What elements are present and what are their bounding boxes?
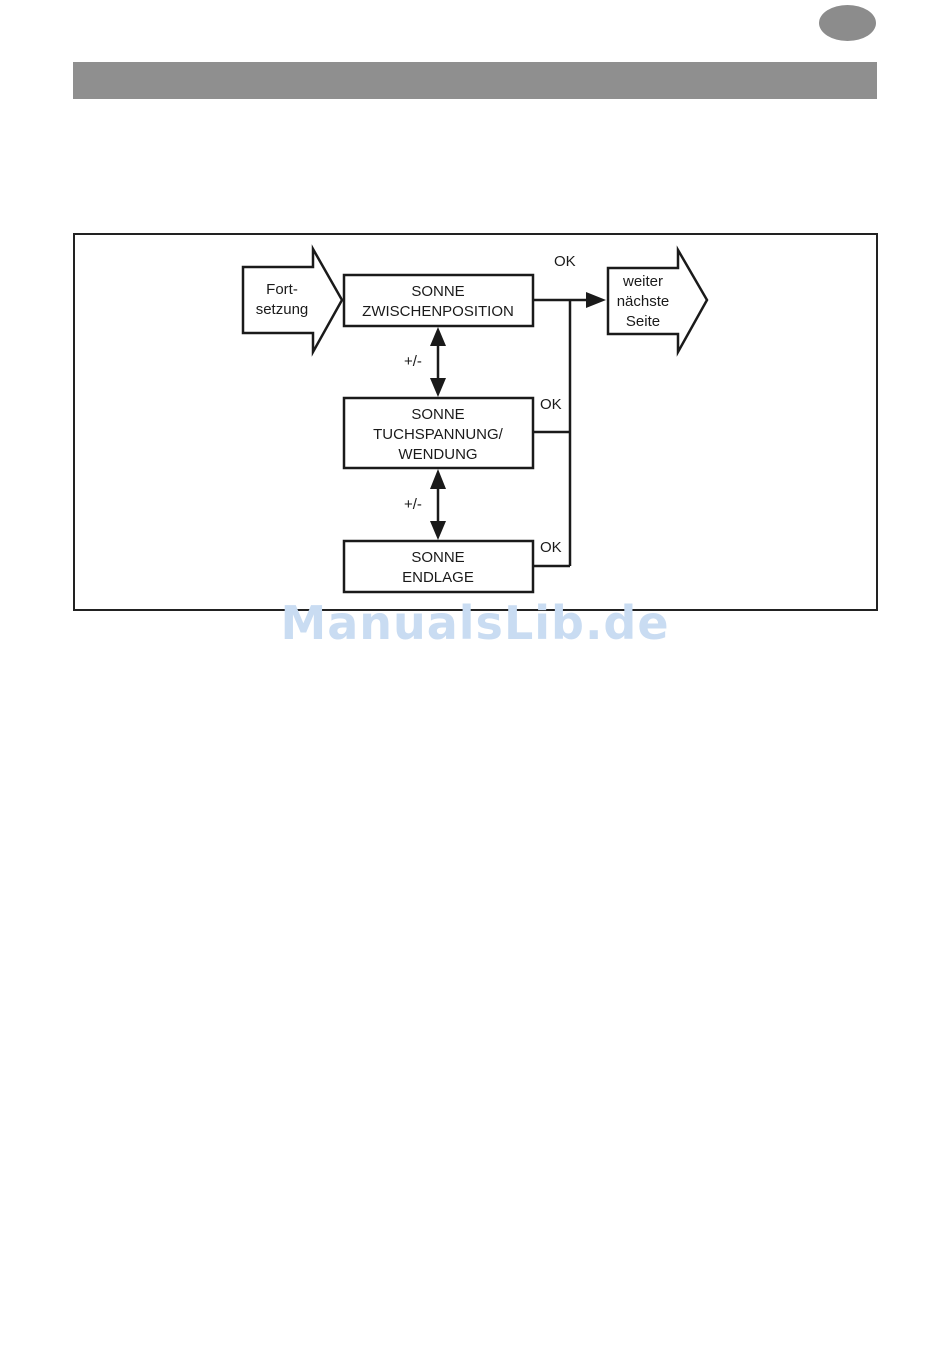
- ok-arrowhead: [586, 292, 606, 308]
- exit-arrow-label-3: Seite: [626, 313, 660, 330]
- box-tuchspannung-line1: SONNE: [411, 406, 464, 423]
- box-zwischenposition-line2: ZWISCHENPOSITION: [362, 303, 514, 320]
- adjust-arrow-1: [430, 327, 446, 397]
- ok-label-1: OK: [554, 253, 576, 270]
- box-tuchspannung-line2: TUCHSPANNUNG/: [373, 426, 504, 443]
- exit-arrow-label-1: weiter: [622, 273, 663, 290]
- ok-label-2: OK: [540, 396, 562, 413]
- entry-arrow-label-1: Fort-: [266, 281, 298, 298]
- box-zwischenposition-line1: SONNE: [411, 283, 464, 300]
- entry-arrow-label-2: setzung: [256, 301, 309, 318]
- adjust-label-2: +/-: [404, 496, 422, 513]
- adjust-label-1: +/-: [404, 353, 422, 370]
- exit-arrow-label-2: nächste: [617, 293, 670, 310]
- box-endlage-line2: ENDLAGE: [402, 569, 474, 586]
- ok-connector-lines: [533, 300, 590, 566]
- watermark: ManualsLib.de: [0, 596, 950, 650]
- ok-label-3: OK: [540, 539, 562, 556]
- box-endlage-line1: SONNE: [411, 549, 464, 566]
- box-tuchspannung-line3: WENDUNG: [398, 446, 477, 463]
- adjust-arrow-2: [430, 469, 446, 540]
